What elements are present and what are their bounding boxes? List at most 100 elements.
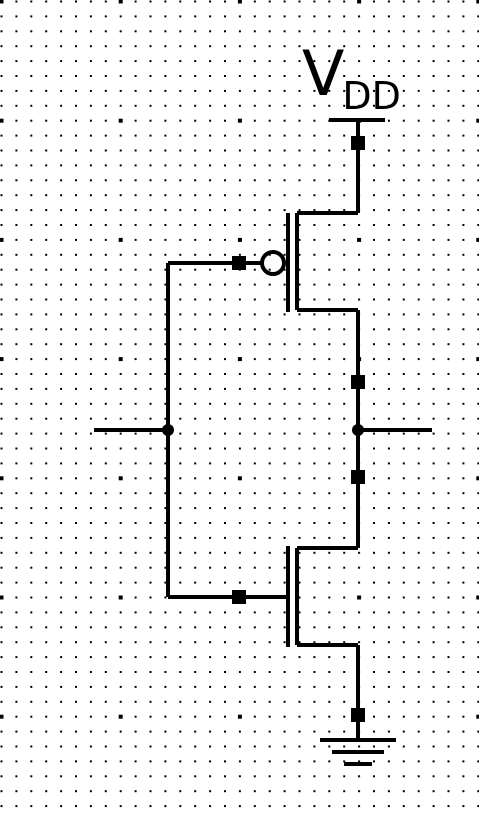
grid-dot <box>30 790 33 793</box>
grid-dot <box>179 387 182 390</box>
grid-dot <box>118 714 123 719</box>
grid-dot <box>253 313 256 316</box>
grid-dot <box>15 685 18 688</box>
grid-dot <box>417 477 420 480</box>
grid-dot <box>194 253 197 256</box>
grid-dot <box>119 536 122 539</box>
grid-dot <box>60 253 63 256</box>
grid-dot <box>402 89 405 92</box>
grid-dot <box>387 0 390 3</box>
grid-dot <box>298 685 301 688</box>
grid-dot <box>447 134 450 137</box>
grid-dot <box>134 477 137 480</box>
grid-dot <box>149 238 152 241</box>
grid-dot <box>343 402 346 405</box>
grid-dot <box>224 790 226 793</box>
grid-dot <box>89 432 92 435</box>
grid-dot <box>283 343 286 346</box>
grid-dot <box>75 194 77 197</box>
grid-dot <box>15 626 18 629</box>
grid-dot <box>89 685 92 688</box>
grid-dot <box>179 402 182 405</box>
grid-dot <box>477 700 479 703</box>
grid-dot <box>253 238 256 241</box>
grid-dot <box>343 0 346 3</box>
grid-dot <box>119 89 122 92</box>
grid-dot <box>60 790 63 793</box>
grid-dot <box>238 700 241 703</box>
grid-dot <box>75 656 77 659</box>
grid-dot <box>118 0 123 4</box>
grid-dot <box>313 715 316 718</box>
grid-dot <box>179 447 182 450</box>
grid-dot <box>30 30 33 33</box>
grid-dot <box>149 626 152 629</box>
grid-dot <box>134 45 137 48</box>
grid-dot <box>45 194 48 197</box>
grid-dot <box>253 402 256 405</box>
grid-dot <box>75 283 77 286</box>
grid-dot <box>75 730 77 733</box>
grid-dot <box>253 775 256 778</box>
grid-dot <box>283 536 286 539</box>
grid-dot <box>194 671 197 673</box>
grid-dot <box>417 387 420 390</box>
grid-dot <box>179 536 182 539</box>
grid-dot <box>209 581 212 584</box>
grid-dot <box>164 164 167 167</box>
grid-dot <box>209 104 212 107</box>
grid-dot <box>60 730 63 733</box>
grid-dot <box>60 30 63 33</box>
grid-dot <box>477 745 479 748</box>
grid-dot <box>432 656 435 659</box>
grid-dot <box>119 149 122 152</box>
grid-dot <box>298 194 301 197</box>
grid-dot <box>15 238 18 241</box>
grid-dot <box>149 447 152 450</box>
grid-dot <box>283 671 286 673</box>
grid-dot <box>387 566 390 569</box>
grid-dot <box>313 238 316 241</box>
grid-dot <box>89 700 92 703</box>
grid-dot <box>462 134 465 137</box>
grid-dot <box>373 581 375 584</box>
grid-dot <box>75 89 77 92</box>
grid-dot <box>447 536 450 539</box>
grid-dot <box>60 477 63 480</box>
grid-dot <box>179 611 182 614</box>
grid-dot <box>402 119 405 122</box>
grid-dot <box>328 164 331 167</box>
grid-dot <box>179 492 182 495</box>
grid-dot <box>104 775 107 778</box>
grid-dot <box>60 775 63 778</box>
grid-dot <box>45 536 48 539</box>
grid-dot <box>15 89 18 92</box>
grid-dot <box>387 283 390 286</box>
grid-dot <box>328 656 331 659</box>
grid-dot <box>387 298 390 301</box>
grid-dot <box>313 611 316 614</box>
grid-dot <box>179 343 182 346</box>
grid-dot <box>15 790 18 793</box>
grid-dot <box>343 149 346 152</box>
grid-dot <box>15 194 18 197</box>
grid-dot <box>373 417 375 420</box>
grid-dot <box>432 685 435 688</box>
grid-dot <box>402 566 405 569</box>
grid-dot <box>0 343 3 346</box>
grid-dot <box>209 224 212 226</box>
grid-dot <box>194 194 197 197</box>
grid-dot <box>164 402 167 405</box>
grid-dot <box>402 149 405 152</box>
grid-dot <box>164 492 167 495</box>
grid-dot <box>462 596 465 599</box>
grid-dot <box>298 566 301 569</box>
grid-dot <box>447 298 450 301</box>
grid-dot <box>298 581 301 584</box>
grid-dot <box>15 134 18 137</box>
grid-dot <box>119 641 122 644</box>
grid-dot <box>15 641 18 644</box>
grid-dot <box>432 447 435 450</box>
grid-dot <box>402 790 405 793</box>
grid-dot <box>89 283 92 286</box>
